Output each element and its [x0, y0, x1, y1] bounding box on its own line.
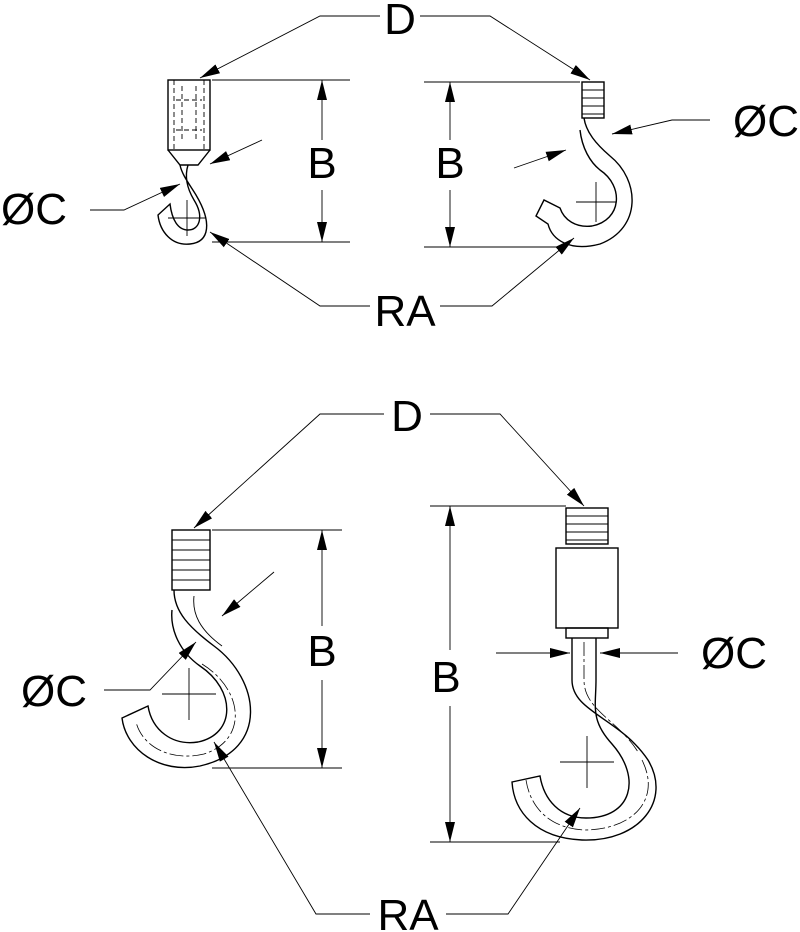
- label-ra-top: RA: [374, 287, 436, 336]
- label-d-top: D: [384, 0, 416, 44]
- label-c-bottom-right: ØC: [701, 629, 767, 678]
- bottom-dimensions: [104, 413, 678, 915]
- top-dimensions: [90, 15, 710, 307]
- label-b-top-left: B: [307, 139, 336, 188]
- label-c-bottom-left: ØC: [21, 667, 87, 716]
- label-b-bottom-left: B: [307, 627, 336, 676]
- label-b-top-right: B: [435, 139, 464, 188]
- hook-bottom-left: [121, 529, 252, 769]
- hook-top-left: [157, 79, 211, 245]
- hook-bottom-right: [511, 507, 657, 841]
- label-c-top-left: ØC: [1, 185, 67, 234]
- label-c-top-right: ØC: [733, 97, 799, 146]
- label-b-bottom-right: B: [431, 653, 460, 702]
- label-ra-bottom: RA: [377, 891, 439, 932]
- hook-top-right: [535, 81, 633, 248]
- label-d-bottom: D: [391, 392, 423, 441]
